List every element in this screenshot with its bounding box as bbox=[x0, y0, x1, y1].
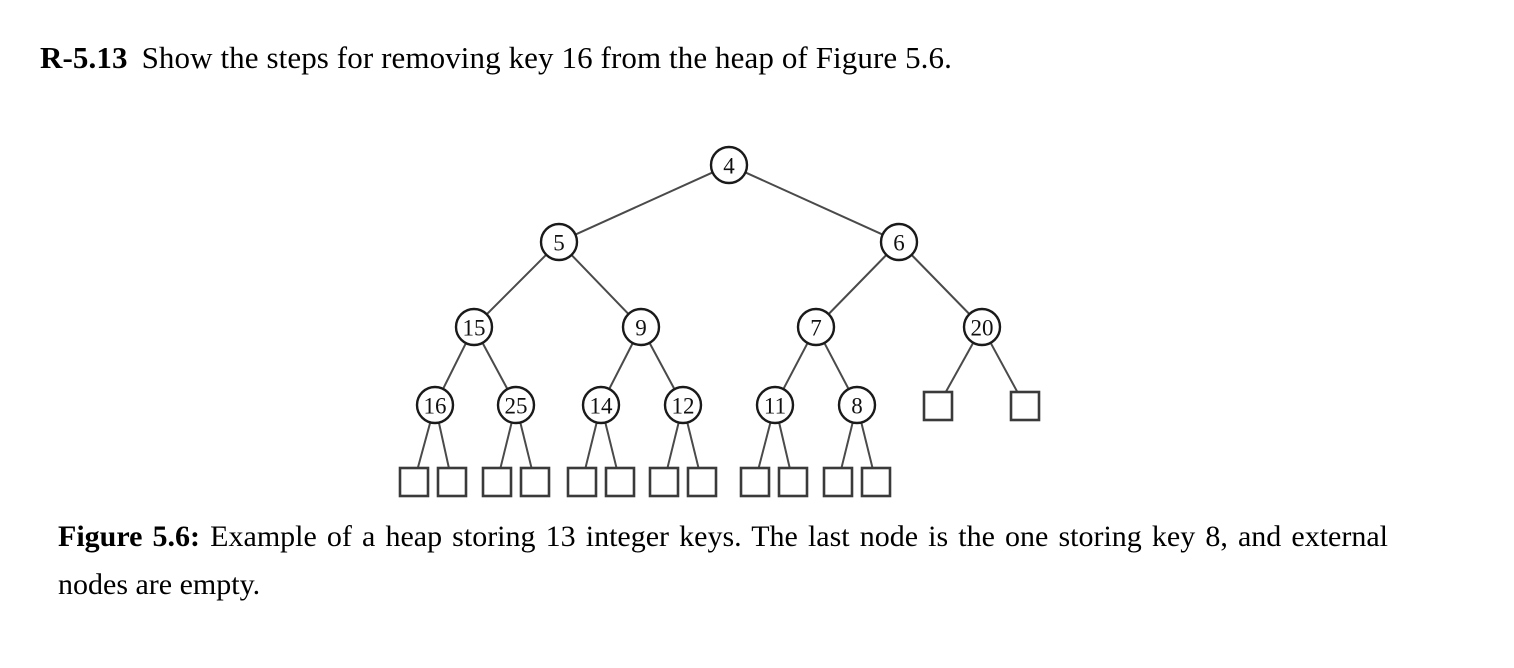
tree-edge bbox=[827, 254, 888, 315]
heap-node: 8 bbox=[837, 385, 877, 425]
tree-edges bbox=[416, 171, 1019, 468]
tree-edge bbox=[757, 422, 772, 468]
node-circle bbox=[539, 222, 579, 262]
tree-edge bbox=[519, 422, 533, 468]
tree-edge bbox=[989, 342, 1019, 394]
node-key-label: 5 bbox=[553, 231, 565, 256]
heap-node: 4 bbox=[709, 145, 749, 185]
heap-node: 6 bbox=[879, 222, 919, 262]
tree-edge bbox=[604, 422, 618, 468]
node-key-label: 16 bbox=[424, 394, 447, 419]
external-node bbox=[519, 466, 551, 498]
external-node bbox=[860, 466, 892, 498]
node-circle bbox=[621, 307, 661, 347]
node-circle bbox=[454, 307, 494, 347]
tree-edge bbox=[584, 422, 598, 468]
figure-caption-label: Figure 5.6: bbox=[58, 520, 201, 553]
node-key-label: 20 bbox=[971, 316, 994, 341]
node-circle bbox=[962, 307, 1002, 347]
node-key-label: 7 bbox=[810, 316, 822, 341]
node-circle bbox=[837, 385, 877, 425]
external-node bbox=[398, 466, 430, 498]
node-key-label: 14 bbox=[590, 394, 614, 419]
external-node bbox=[436, 466, 468, 498]
node-key-label: 11 bbox=[764, 394, 786, 419]
heap-node: 11 bbox=[755, 385, 795, 425]
tree-edge bbox=[910, 254, 971, 315]
tree-edge bbox=[416, 422, 432, 468]
exercise-statement: R-5.13 Show the steps for removing key 16… bbox=[40, 36, 1460, 80]
node-circle bbox=[663, 385, 703, 425]
node-circle bbox=[496, 385, 536, 425]
node-circle bbox=[755, 385, 795, 425]
external-node bbox=[686, 466, 718, 498]
node-key-label: 6 bbox=[893, 231, 905, 256]
figure-caption-text: Example of a heap storing 13 integer key… bbox=[58, 520, 1388, 601]
tree-edge bbox=[648, 342, 676, 390]
heap-figure: 4 5 6 15 9 7 20 16 25 14 12 11 8 bbox=[0, 120, 1514, 515]
external-node bbox=[922, 390, 954, 422]
tree-edge bbox=[840, 422, 854, 468]
exercise-number: R-5.13 bbox=[40, 40, 128, 75]
node-circle bbox=[709, 145, 749, 185]
node-key-label: 15 bbox=[463, 316, 486, 341]
heap-node: 12 bbox=[663, 385, 703, 425]
tree-edge bbox=[860, 422, 874, 468]
node-key-label: 25 bbox=[505, 394, 528, 419]
external-node bbox=[481, 466, 513, 498]
internal-nodes: 4 5 6 15 9 7 20 16 25 14 12 11 8 bbox=[415, 145, 1002, 425]
heap-node: 9 bbox=[621, 307, 661, 347]
tree-edge bbox=[823, 342, 850, 390]
node-circle bbox=[796, 307, 836, 347]
external-node bbox=[739, 466, 771, 498]
external-node bbox=[648, 466, 680, 498]
external-node bbox=[1009, 390, 1041, 422]
external-node bbox=[822, 466, 854, 498]
node-key-label: 8 bbox=[851, 394, 863, 419]
heap-node: 15 bbox=[454, 307, 494, 347]
tree-edge bbox=[778, 422, 791, 468]
exercise-text: Show the steps for removing key 16 from … bbox=[141, 40, 952, 75]
figure-caption: Figure 5.6: Example of a heap storing 13… bbox=[58, 513, 1388, 609]
external-nodes bbox=[398, 390, 1041, 498]
tree-edge bbox=[574, 171, 714, 236]
heap-tree-svg: 4 5 6 15 9 7 20 16 25 14 12 11 8 bbox=[398, 145, 1041, 498]
tree-edge bbox=[499, 422, 513, 468]
heap-node: 25 bbox=[496, 385, 536, 425]
tree-edge bbox=[481, 342, 509, 390]
node-circle bbox=[415, 385, 455, 425]
node-key-label: 12 bbox=[672, 394, 695, 419]
node-circle bbox=[581, 385, 621, 425]
heap-node: 14 bbox=[581, 385, 621, 425]
tree-edge bbox=[686, 422, 700, 468]
node-key-label: 4 bbox=[723, 154, 735, 179]
external-node bbox=[604, 466, 636, 498]
external-node bbox=[566, 466, 598, 498]
heap-node: 7 bbox=[796, 307, 836, 347]
tree-edge bbox=[486, 254, 547, 315]
node-key-label: 9 bbox=[635, 316, 647, 341]
tree-edge bbox=[570, 254, 630, 315]
heap-node: 20 bbox=[962, 307, 1002, 347]
external-node bbox=[777, 466, 809, 498]
heap-node: 16 bbox=[415, 385, 455, 425]
heap-node: 5 bbox=[539, 222, 579, 262]
tree-edge bbox=[608, 342, 634, 390]
tree-edge bbox=[944, 342, 975, 394]
tree-edge bbox=[442, 342, 467, 390]
tree-edge bbox=[437, 422, 450, 468]
tree-edge bbox=[782, 342, 809, 390]
tree-edge bbox=[666, 422, 680, 468]
tree-edge bbox=[744, 171, 884, 236]
node-circle bbox=[879, 222, 919, 262]
